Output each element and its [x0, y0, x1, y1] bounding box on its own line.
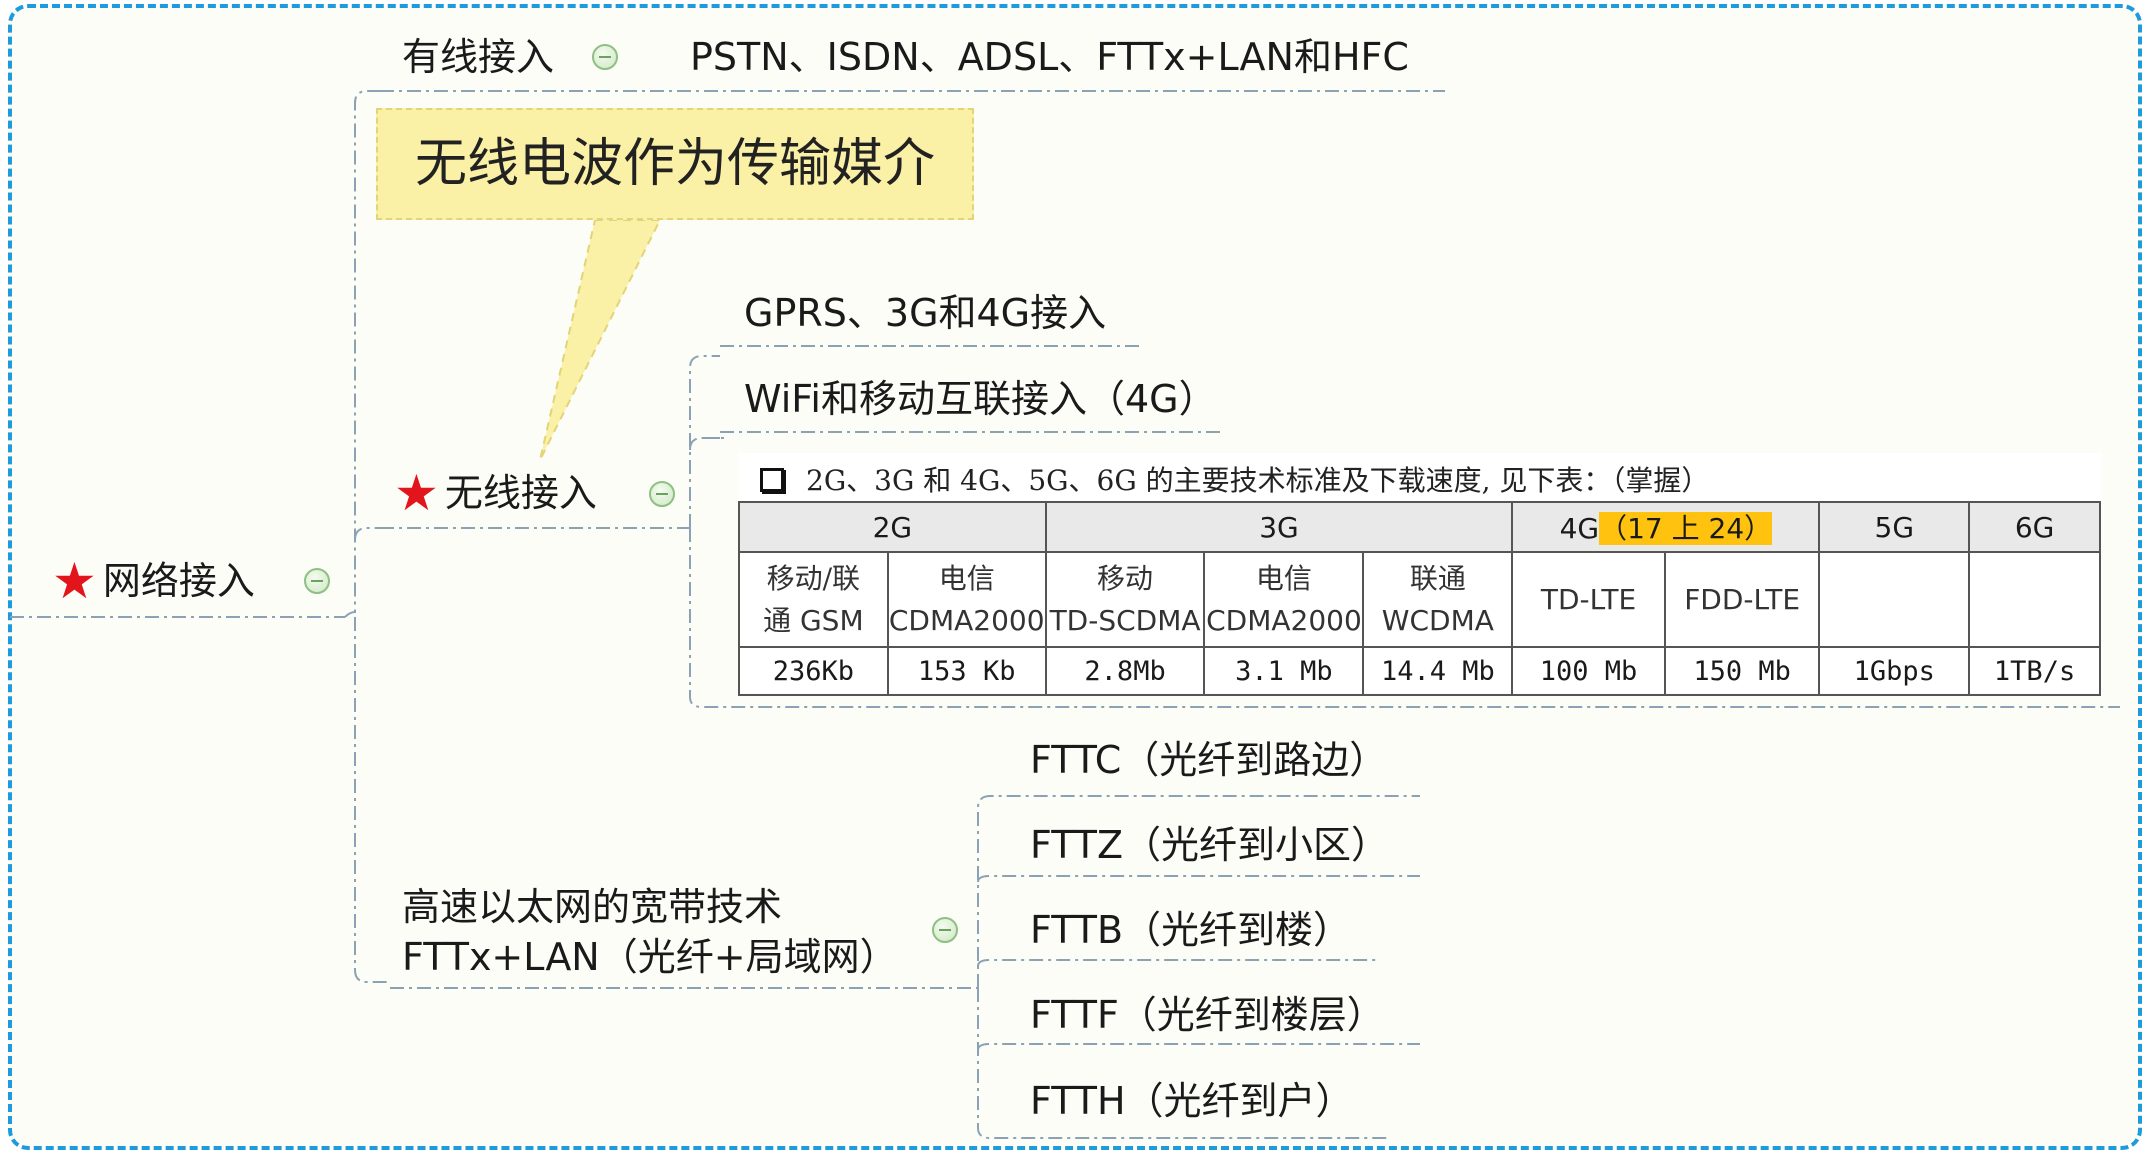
table-caption-text: 2G、3G 和 4G、5G、6G 的主要技术标准及下载速度, 见下表：（掌握） [806, 464, 1710, 497]
wired-node[interactable]: 有线接入 [402, 35, 555, 79]
table-cell: 2.8Mb [1044, 646, 1206, 696]
ethernet-child-fttc[interactable]: FTTC（光纤到路边） [1030, 738, 1388, 782]
table-speed-row: 236Kb 153 Kb 2.8Mb 3.1 Mb 14.4 Mb 100 Mb… [738, 646, 2101, 696]
header-6g: 6G [1968, 501, 2101, 553]
table-cell: 移动/联通 GSM [738, 551, 889, 648]
ethernet-label-line1: 高速以太网的宽带技术 [402, 885, 783, 929]
table-cell: 3.1 Mb [1203, 646, 1365, 696]
callout-note: 无线电波作为传输媒介 [376, 108, 974, 220]
wireless-node[interactable]: ★无线接入 [394, 464, 597, 522]
header-5g: 5G [1818, 501, 1971, 553]
ethernet-child-fttb[interactable]: FTTB（光纤到楼） [1030, 908, 1352, 952]
checkbox-icon [760, 468, 784, 492]
root-branch-lower [354, 617, 390, 983]
star-icon: ★ [394, 464, 439, 522]
table-cell: 150 Mb [1663, 646, 1821, 696]
table-cell: FDD-LTE [1663, 551, 1821, 648]
table-cell: 153 Kb [886, 646, 1047, 696]
root-node[interactable]: ★网络接入 [52, 552, 255, 610]
wireless-child-gprs[interactable]: GPRS、3G和4G接入 [744, 291, 1107, 335]
header-4g-label: 4G [1559, 512, 1600, 545]
root-label: 网络接入 [102, 559, 255, 603]
wireless-branch [689, 355, 720, 528]
root-branch [344, 90, 380, 618]
wireless-to-wifi [689, 437, 720, 451]
table-cell: TD-LTE [1511, 551, 1666, 648]
speed-table-image: 2G、3G 和 4G、5G、6G 的主要技术标准及下载速度, 见下表：（掌握） … [738, 453, 2102, 696]
callout-pointer [539, 219, 662, 461]
table-cell: 14.4 Mb [1362, 646, 1514, 696]
header-4g-note: （17 上 24） [1599, 512, 1773, 545]
collapse-ethernet-icon[interactable] [932, 917, 958, 943]
table-header-row: 2G 3G 4G（17 上 24） 5G 6G [738, 501, 2101, 553]
wireless-branch-2 [689, 528, 2120, 708]
table-cell: 1TB/s [1968, 646, 2101, 696]
ethernet-label-line2: FTTx+LAN（光纤+局域网） [402, 935, 898, 979]
ethernet-node[interactable]: 高速以太网的宽带技术 FTTx+LAN（光纤+局域网） [402, 882, 898, 982]
header-4g: 4G（17 上 24） [1511, 501, 1821, 553]
wired-detail[interactable]: PSTN、ISDN、ADSL、FTTx+LAN和HFC [690, 35, 1409, 79]
wireless-child-wifi[interactable]: WiFi和移动互联接入（4G） [744, 377, 1217, 421]
ethernet-child-fttf[interactable]: FTTF（光纤到楼层） [1030, 993, 1385, 1037]
header-2g: 2G [738, 501, 1047, 553]
table-cell [1818, 551, 1971, 648]
table-caption: 2G、3G 和 4G、5G、6G 的主要技术标准及下载速度, 见下表：（掌握） [760, 459, 1709, 499]
collapse-root-icon[interactable] [304, 568, 330, 594]
collapse-wireless-icon[interactable] [649, 481, 675, 507]
table-cell: 1Gbps [1818, 646, 1971, 696]
table-cell: 100 Mb [1511, 646, 1666, 696]
table-cell: 236Kb [738, 646, 889, 696]
ethernet-branch-lower [977, 988, 1390, 1139]
fttb-underline [977, 959, 1380, 967]
fttf-underline [977, 1043, 1420, 1051]
ethernet-child-fttz[interactable]: FTTZ（光纤到小区） [1030, 823, 1389, 867]
root-to-wireless [354, 527, 380, 541]
table-cell [1968, 551, 2101, 648]
star-icon: ★ [52, 552, 97, 610]
wireless-label: 无线接入 [444, 471, 597, 515]
ethernet-child-ftth[interactable]: FTTH（光纤到户） [1030, 1079, 1354, 1123]
fttz-underline [977, 875, 1420, 883]
ethernet-branch [977, 795, 1420, 988]
collapse-wired-icon[interactable] [592, 44, 618, 70]
header-3g: 3G [1044, 501, 1514, 553]
